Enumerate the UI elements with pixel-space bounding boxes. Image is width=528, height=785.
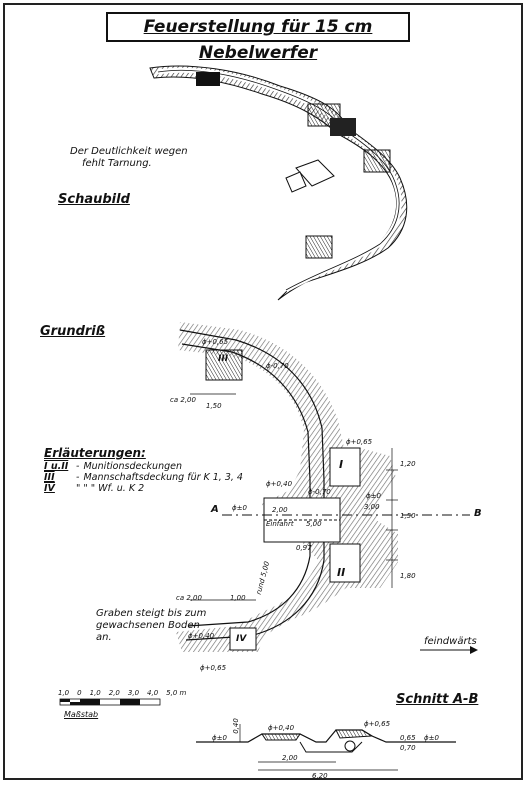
plan-dim-0-b: ϕ±0 xyxy=(366,492,381,500)
plan-dim-100-bottom: 1,00 xyxy=(230,594,246,602)
perspective-dugout-4 xyxy=(363,149,391,173)
perspective-dugout-5 xyxy=(305,235,333,259)
section-dim-0: ϕ±0 xyxy=(212,734,227,742)
scale-caption: Maßstab xyxy=(64,710,99,719)
plan-section-a: A xyxy=(211,504,219,515)
plan-dim-065-b: ϕ+0,65 xyxy=(346,438,373,446)
plan-dim-065-c: ϕ+0,65 xyxy=(200,664,227,672)
plan-dim-040-b: ϕ+0,40 xyxy=(188,632,215,640)
plan-einfahrt: Einfahrt xyxy=(266,520,294,528)
plan-emplacement-iii xyxy=(205,349,243,381)
section-dim-6: 0,40 xyxy=(231,718,240,734)
section-dim-2: ϕ+0,65 xyxy=(364,720,391,728)
drawing-frame xyxy=(3,3,523,780)
plan-dim-180: 1,80 xyxy=(400,572,416,580)
plan-dim-097: 0,97 xyxy=(296,544,312,552)
plan-trench-inner xyxy=(181,343,311,627)
graben-note-line2: gewachsenen Boden xyxy=(96,620,200,631)
section-launcher-wheel xyxy=(344,740,356,752)
plan-dim-150-r: 1,50 xyxy=(400,512,416,520)
section-heading: Schnitt A-B xyxy=(396,692,479,707)
plan-label-i: I xyxy=(339,458,344,471)
plan-emplacement-iv xyxy=(229,627,257,651)
plan-emplacement-i xyxy=(329,447,361,487)
perspective-heading: Schaubild xyxy=(58,192,130,207)
plan-label-iv: IV xyxy=(236,634,247,644)
plan-trench-outer xyxy=(179,329,325,641)
plan-dim-200-mid: 2,00 xyxy=(272,506,288,514)
plan-section-b: B xyxy=(474,508,482,519)
section-dim-7: 0,65 xyxy=(400,734,416,742)
perspective-note-line1: Der Deutlichkeit wegen xyxy=(70,146,188,157)
legend-row-2: III-Mannschaftsdeckung für K 1, 3, 4 xyxy=(44,472,243,483)
section-dim-1: ϕ+0,40 xyxy=(268,724,295,732)
plan-dim-ca200-bottom: ca 2,00 xyxy=(176,594,202,602)
plan-dim-120: 1,20 xyxy=(400,460,416,468)
legend-row-1: I u.II-Munitionsdeckungen xyxy=(44,461,182,472)
plan-dim-150-top: 1,50 xyxy=(206,402,222,410)
drawing-title: Feuerstellung für 15 cm Nebelwerfer xyxy=(106,12,410,63)
plan-label-ii: II xyxy=(337,566,346,579)
plan-emplacement-ii xyxy=(329,543,361,583)
section-ground-profile xyxy=(196,729,456,743)
plan-dim-040-a: ϕ+0,40 xyxy=(266,480,293,488)
plan-heading: Grundriß xyxy=(40,324,106,339)
legend-row-3: IV" " " Wf. u. K 2 xyxy=(44,483,145,494)
plan-dim-ca200-top: ca 2,00 xyxy=(170,396,196,404)
graben-note-line3: an. xyxy=(96,632,112,643)
section-dim-4: 2,00 xyxy=(282,754,298,762)
section-dim-8: 0,70 xyxy=(400,744,416,752)
plan-dim-0-a: ϕ±0 xyxy=(232,504,247,512)
plan-feindwaerts: feindwärts xyxy=(424,636,477,647)
plan-dim-070-a: ϕ-0,70 xyxy=(266,362,289,370)
perspective-dugout-3 xyxy=(330,118,356,136)
plan-dim-300-right: 3,00 xyxy=(364,503,380,511)
plan-dim-500-mid: 5,00 xyxy=(306,520,322,528)
plan-legend: Erläuterungen: I u.II-Munitionsdeckungen… xyxy=(44,446,243,494)
section-dim-5: 6,20 xyxy=(312,772,328,780)
section-dim-3: ϕ±0 xyxy=(424,734,439,742)
plan-label-iii: III xyxy=(218,354,229,364)
perspective-note-line2: fehlt Tarnung. xyxy=(82,158,152,169)
legend-heading: Erläuterungen: xyxy=(44,446,146,460)
graben-note-line1: Graben steigt bis zum xyxy=(96,608,207,619)
plan-dim-070-b: ϕ-0,70 xyxy=(308,488,331,496)
plan-dim-065-a: ϕ+0,65 xyxy=(202,338,229,346)
perspective-dugout-1 xyxy=(196,72,220,86)
